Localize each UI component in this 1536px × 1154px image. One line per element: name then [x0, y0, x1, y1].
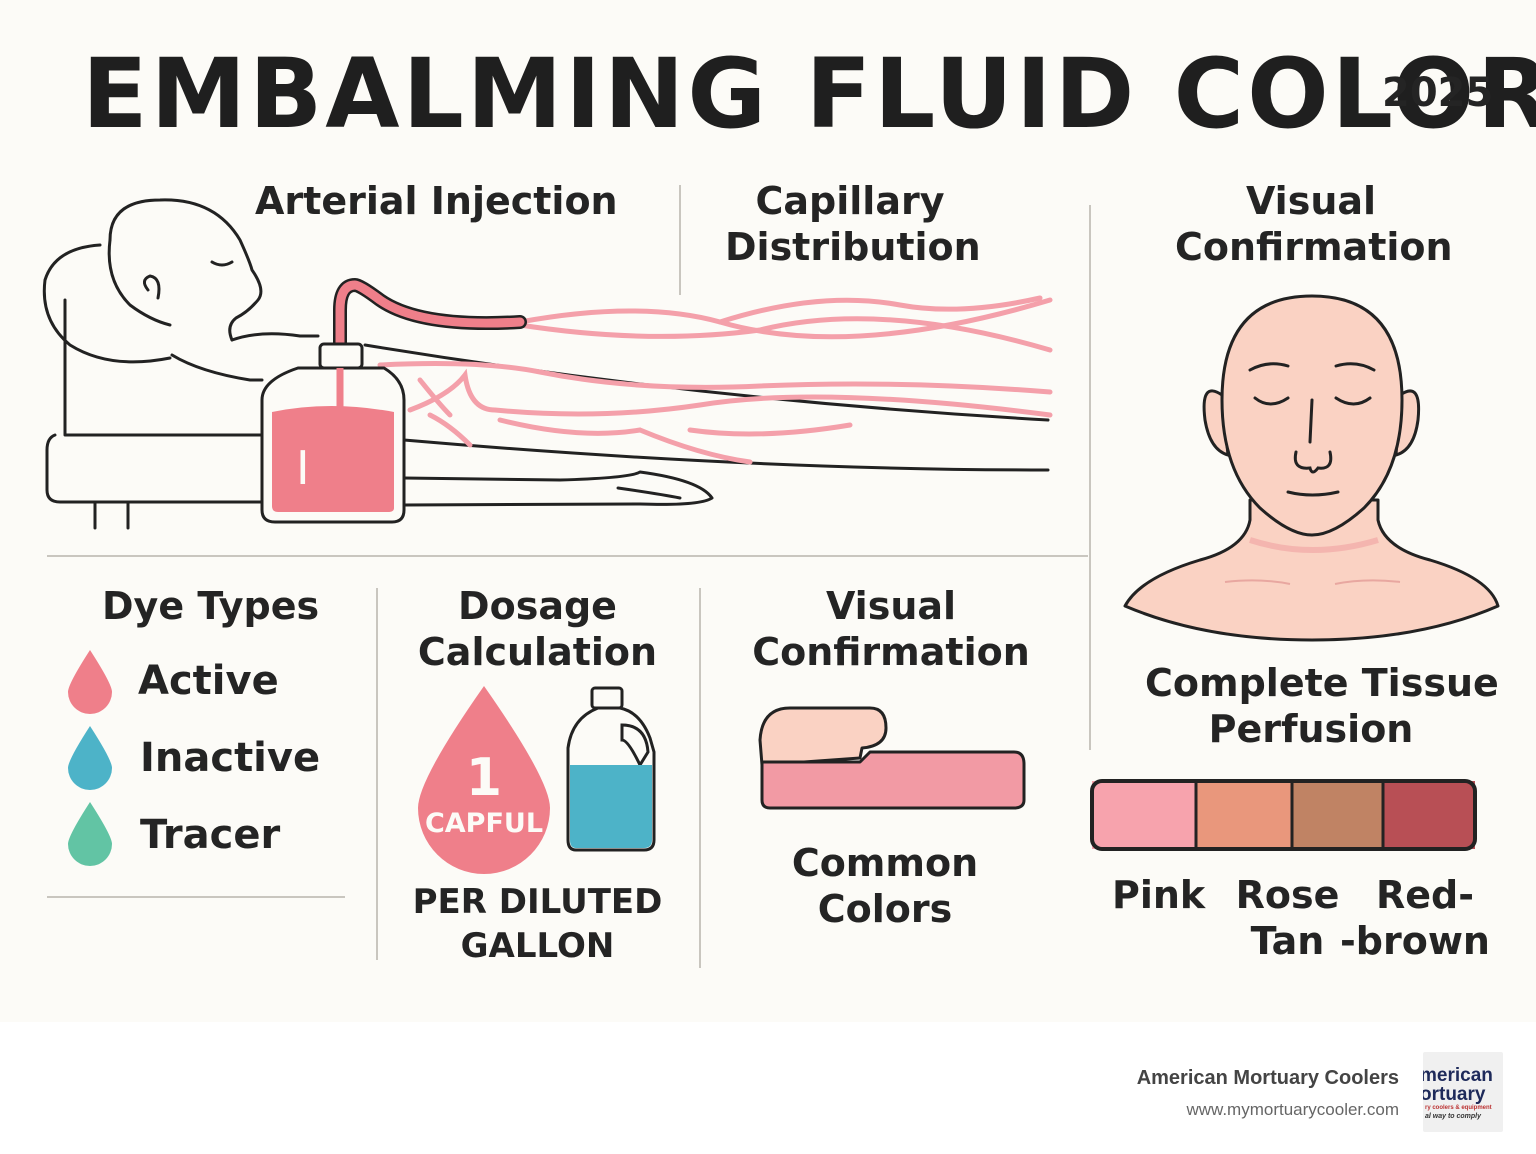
bottle-mark: I: [296, 441, 310, 495]
dosage-caption-line1: PER DILUTED: [412, 882, 663, 922]
capillary-heading-line2: Distribution: [725, 225, 981, 269]
dye-drop-tracer-icon: [68, 802, 112, 866]
infographic-canvas: I 1 CAPFUL EMBALMING FLUID COLOR 2025 Ar…: [42, 38, 1536, 968]
rose-tan-line2: Tan: [1250, 919, 1325, 963]
company-logo: merican ortuary ry coolers & equipment a…: [1423, 1052, 1503, 1132]
logo-line3: ry coolers & equipment: [1425, 1105, 1492, 1111]
dosage-calculation-heading: Dosage Calculation: [410, 583, 665, 675]
color-swatch-bar: [1090, 779, 1477, 851]
section-dividers: [47, 185, 1091, 968]
footer-url[interactable]: www.mymortuarycooler.com: [1186, 1100, 1399, 1119]
dye-label-tracer: Tracer: [140, 812, 281, 858]
dosage-caption: PER DILUTED GALLON: [410, 880, 665, 968]
dye-drop-active-icon: [68, 650, 112, 714]
visual-confirmation-top-heading: Visual Confirmation: [1175, 178, 1453, 270]
year-label: 2025: [1382, 70, 1494, 116]
dosage-line2: Calculation: [417, 630, 658, 674]
dye-label-inactive: Inactive: [140, 735, 321, 781]
dye-types-heading: Dye Types: [102, 584, 320, 628]
swatch-label-pink: Pink: [1112, 873, 1206, 917]
red-brown-line2: -brown: [1340, 919, 1490, 963]
swatch-rose: [1196, 781, 1292, 849]
common-line1: Common: [791, 841, 979, 885]
arterial-injection-heading: Arterial Injection: [255, 179, 618, 223]
common-colors-caption: Common Colors: [760, 840, 1010, 932]
common-line2: Colors: [817, 887, 953, 931]
red-brown-line1: Red-: [1375, 873, 1474, 917]
visual-mid-line2: Confirmation: [752, 630, 1030, 674]
dye-label-active: Active: [138, 658, 279, 704]
visual-mid-line1: Visual: [825, 584, 957, 628]
capful-drop-icon: [418, 686, 550, 874]
dye-drop-inactive-icon: [68, 726, 112, 790]
bust-illustration: [1123, 294, 1500, 642]
swatch-label-red-brown: Red- -brown: [1340, 872, 1490, 964]
capillary-heading-line1: Capillary: [755, 179, 945, 223]
reclining-body-outline: [42, 198, 1050, 530]
dosage-caption-line2: GALLON: [460, 926, 615, 966]
illustration-layer: I 1 CAPFUL: [42, 185, 1500, 968]
swatch-pink: [1092, 781, 1196, 849]
logo-line1: merican: [1423, 1065, 1493, 1086]
gallon-jug-icon: [566, 686, 656, 852]
rose-tan-line1: Rose: [1235, 873, 1340, 917]
swatch-label-rose-tan: Rose Tan: [1225, 872, 1350, 964]
fluid-bottle: [260, 342, 406, 524]
footer: American Mortuary Coolers www.mymortuary…: [0, 1022, 1536, 1154]
perfusion-line1: Complete Tissue: [1145, 661, 1499, 705]
swatch-red-brown: [1383, 781, 1475, 849]
perfusion-line2: Perfusion: [1208, 707, 1414, 751]
capful-unit: CAPFUL: [425, 808, 543, 839]
dosage-line1: Dosage: [458, 584, 617, 628]
fluid-tube: [335, 280, 525, 360]
page-title: EMBALMING FLUID COLOR: [82, 38, 1536, 150]
visual-confirmation-mid-heading: Visual Confirmation: [750, 583, 1032, 675]
swatch-tan: [1292, 781, 1383, 849]
logo-line4: al way to comply: [1425, 1113, 1482, 1120]
footer-company-name: American Mortuary Coolers: [1136, 1067, 1399, 1089]
capful-number: 1: [466, 748, 502, 808]
dye-drop-icons: [68, 650, 112, 866]
capillary-veins: [377, 295, 1053, 465]
visual-top-line1: Visual: [1245, 179, 1377, 223]
tissue-cushion-icon: [758, 706, 1026, 810]
visual-top-line2: Confirmation: [1175, 225, 1453, 269]
logo-line2: ortuary: [1423, 1084, 1486, 1105]
complete-tissue-perfusion-heading: Complete Tissue Perfusion: [1145, 660, 1499, 752]
capillary-distribution-heading: Capillary Distribution: [725, 178, 981, 270]
